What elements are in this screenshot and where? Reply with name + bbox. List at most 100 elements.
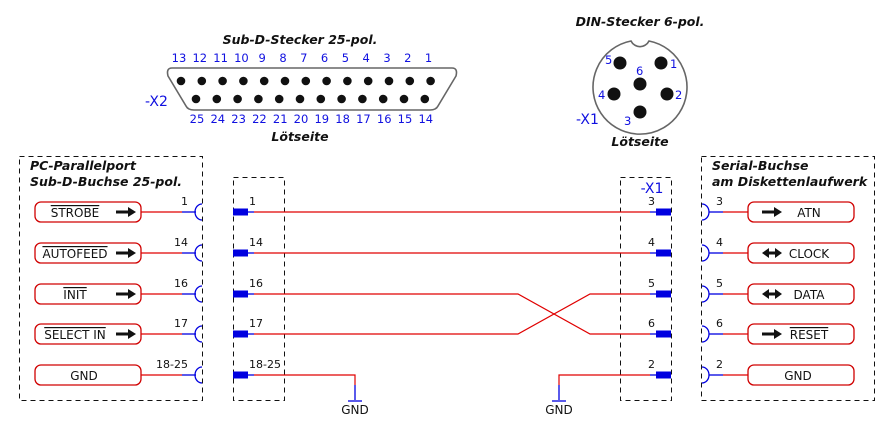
signal-label: RESET [790, 328, 829, 342]
x1-pin-number: 4 [648, 236, 655, 249]
ground-left-label: GND [341, 403, 369, 417]
signal-box [747, 364, 855, 386]
plug-pin-icon [233, 371, 248, 379]
din-pin-label-1: 1 [670, 57, 677, 71]
subd-pin-dot [322, 76, 331, 86]
left-signal-row: STROBE 1 [34, 195, 203, 223]
subd-pin-label: 3 [383, 51, 390, 65]
signal-label: SELECT IN [44, 328, 106, 342]
din-designator: -X1 [576, 112, 599, 128]
socket-contact-icon [194, 285, 203, 303]
socket-contact-icon [701, 285, 710, 303]
socket-contact-icon [194, 366, 203, 384]
subd-pin-label: 25 [190, 112, 205, 126]
subd-pin-dot [426, 76, 435, 86]
x1-plug-border [620, 177, 672, 401]
subd-side-label: Lötseite [271, 129, 328, 144]
din-pin-label-4: 4 [598, 88, 605, 102]
arrow-right-icon [762, 207, 782, 217]
pin-number: 16 [174, 277, 188, 290]
signal-box [747, 201, 855, 223]
socket-contact-icon [194, 325, 203, 343]
x1-pin-number: 6 [648, 317, 655, 330]
cable-wire [254, 293, 650, 335]
subd-pin-dot [405, 76, 415, 86]
pin-number: 18-25 [156, 358, 188, 371]
signal-box [747, 242, 855, 264]
arrow-bidirectional-icon [762, 248, 782, 258]
right-box-border [701, 156, 875, 401]
subd-pin-label: 14 [418, 112, 433, 126]
cable-wire [558, 374, 650, 385]
din-pin-label-2: 2 [675, 88, 682, 102]
cable-wires [254, 211, 650, 385]
plug-pin-icon [233, 249, 248, 257]
subd-pin-dot [343, 76, 352, 86]
pin-number: 6 [716, 317, 723, 330]
signal-label: STROBE [51, 206, 100, 220]
arrow-right-icon [762, 329, 782, 339]
din-pin-1 [654, 56, 668, 70]
socket-contact-icon [701, 203, 710, 221]
ground-left: GND [341, 385, 369, 417]
pin-number: 4 [716, 236, 723, 249]
din-pin-3 [633, 105, 647, 119]
x2-pin-number: 17 [249, 317, 263, 330]
plug-pin-icon [656, 330, 671, 338]
pin-number: 14 [174, 236, 188, 249]
subd-pin-dot [295, 94, 305, 104]
subd-pin-dot [420, 94, 430, 104]
signal-label: GND [70, 369, 98, 383]
subd-pin-label: 1 [425, 51, 432, 65]
x2-pin-number: 1 [249, 195, 256, 208]
plug-pin-icon [656, 371, 671, 379]
subd-pin-label: 13 [172, 51, 187, 65]
din-pin-6 [633, 77, 647, 91]
pin-number: 2 [716, 358, 723, 371]
signal-box [747, 323, 855, 345]
x1-pin-number: 3 [648, 195, 655, 208]
subd-top-pin-dots [176, 76, 435, 86]
signal-label: AUTOFEED [42, 247, 107, 261]
signal-label: GND [784, 369, 812, 383]
din-side-label: Lötseite [611, 134, 668, 149]
din-pin-2 [660, 87, 674, 101]
subd-title: Sub-D-Stecker 25-pol. [223, 32, 378, 47]
subd-pin-label: 12 [192, 51, 207, 65]
subd-shell [166, 67, 458, 111]
subd-pin-dot [212, 94, 222, 104]
subd-pin-dot [378, 94, 388, 104]
plug-pin-icon [656, 208, 671, 216]
plug-pin-icon [233, 330, 248, 338]
subd-pin-dot [301, 76, 311, 86]
left-box-title-2: Sub-D-Buchse 25-pol. [30, 174, 182, 189]
cable-wire [254, 374, 356, 385]
right-serial-box: Serial-Buchse am Diskettenlaufwerk 3ATN4… [701, 156, 875, 401]
subd-bottom-pin-dots [191, 94, 430, 104]
subd-pin-label: 15 [398, 112, 413, 126]
x1-plug-designator: -X1 [641, 181, 664, 197]
subd-pin-dot [239, 76, 248, 86]
left-box-title-1: PC-Parallelport [30, 158, 137, 173]
subd-pin-label: 5 [342, 51, 349, 65]
arrow-bidirectional-icon [762, 289, 782, 299]
din-pin-label-5: 5 [605, 53, 612, 67]
subd-pin-dot [337, 94, 346, 104]
subd-pin-dot [358, 94, 367, 104]
left-parallelport-box: PC-Parallelport Sub-D-Buchse 25-pol. STR… [19, 156, 203, 401]
plug-pin-icon [656, 249, 671, 257]
din-pin-label-6: 6 [636, 64, 643, 78]
subd-pin-label: 6 [321, 51, 328, 65]
x1-pin-number: 2 [648, 358, 655, 371]
subd-pin-dot [176, 76, 186, 86]
pin-number: 5 [716, 277, 723, 290]
pin-number: 1 [181, 195, 188, 208]
plug-pin-icon [233, 290, 248, 298]
arrow-right-icon [116, 289, 136, 299]
socket-contact-icon [701, 244, 710, 262]
subd-pin-label: 22 [252, 112, 267, 126]
